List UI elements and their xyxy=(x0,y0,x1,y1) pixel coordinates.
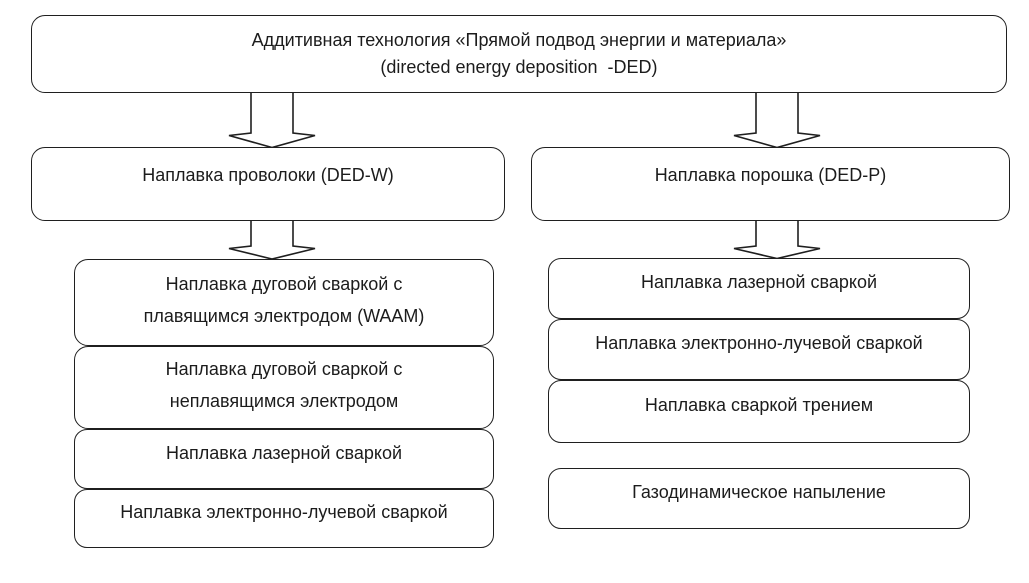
node-ded-p: Наплавка порошка (DED-P) xyxy=(531,147,1010,221)
down-arrow-wire-to-list xyxy=(228,220,316,260)
down-arrow-root-to-wire xyxy=(228,92,316,149)
node-ded-p-label: Наплавка порошка (DED-P) xyxy=(654,164,887,185)
node-powder-ebeam-label: Наплавка электронно-лучевой сваркой xyxy=(595,333,923,354)
node-root-title-line1: Аддитивная технология «Прямой подвод эне… xyxy=(251,30,787,50)
node-friction-welding: Наплавка сваркой трением xyxy=(548,380,970,443)
down-arrow-powder-to-list xyxy=(733,220,821,260)
node-powder-laser-label: Наплавка лазерной сваркой xyxy=(640,272,878,293)
node-powder-laser: Наплавка лазерной сваркой xyxy=(548,258,970,319)
node-ded-w-label: Наплавка проволоки (DED-W) xyxy=(142,164,394,185)
node-waam: Наплавка дуговой сваркой с плавящимся эл… xyxy=(74,259,494,346)
node-arc-nonconsumable-label: Наплавка дуговой сваркой с неплавящимся … xyxy=(165,359,403,411)
node-root: Аддитивная технология «Прямой подвод эне… xyxy=(31,15,1007,93)
node-waam-label: Наплавка дуговой сваркой с плавящимся эл… xyxy=(143,274,425,326)
node-gas-dynamic-spraying: Газодинамическое напыление xyxy=(548,468,970,529)
node-ded-w: Наплавка проволоки (DED-W) xyxy=(31,147,505,221)
node-wire-laser-label: Наплавка лазерной сваркой xyxy=(165,442,403,463)
node-wire-ebeam-label: Наплавка электронно-лучевой сваркой xyxy=(120,502,448,523)
down-arrow-root-to-powder xyxy=(733,92,821,149)
node-wire-ebeam: Наплавка электронно-лучевой сваркой xyxy=(74,489,494,548)
node-arc-nonconsumable: Наплавка дуговой сваркой с неплавящимся … xyxy=(74,346,494,429)
node-wire-laser: Наплавка лазерной сваркой xyxy=(74,429,494,489)
node-root-title-line2: (directed energy deposition -DED) xyxy=(380,57,658,77)
node-friction-welding-label: Наплавка сваркой трением xyxy=(644,395,874,416)
node-gas-dynamic-spraying-label: Газодинамическое напыление xyxy=(632,482,886,503)
node-powder-ebeam: Наплавка электронно-лучевой сваркой xyxy=(548,319,970,380)
